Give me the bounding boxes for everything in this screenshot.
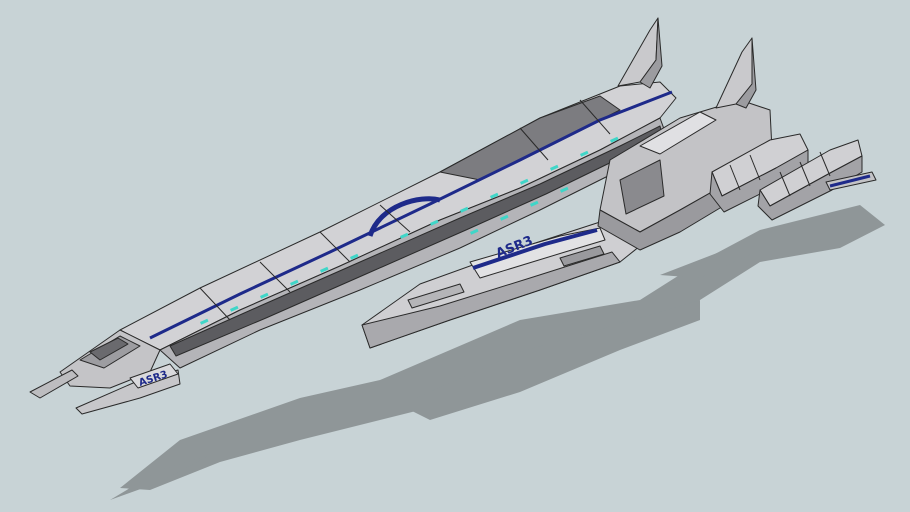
main-hull: [59, 81, 677, 389]
tail-fins: [617, 17, 757, 109]
ground-shadow: [110, 205, 885, 500]
nose-fins: [29, 363, 181, 415]
right-wing: [361, 217, 661, 349]
hull-windows: [200, 136, 619, 325]
engine-block: [597, 99, 877, 251]
